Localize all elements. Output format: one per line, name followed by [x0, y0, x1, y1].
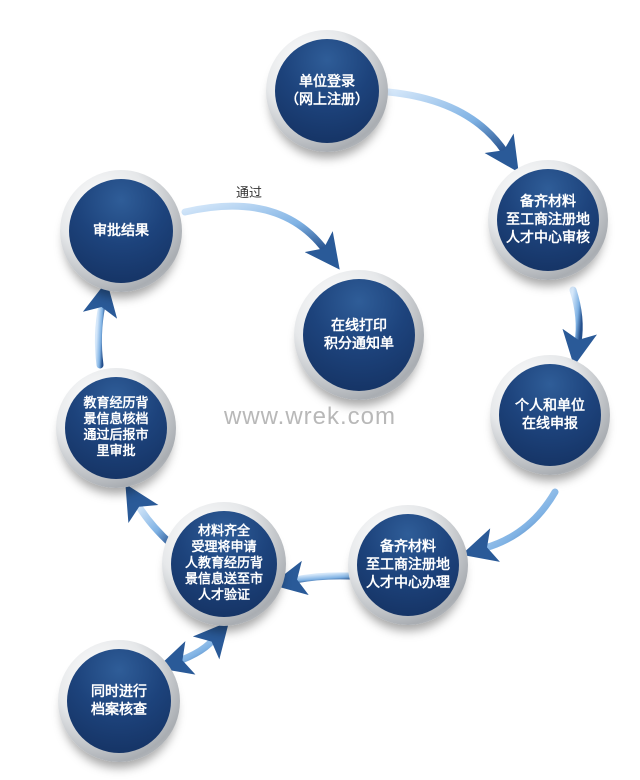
pass-label: 通过 [236, 186, 263, 201]
arrow-accept-archive [156, 621, 230, 675]
node-online-apply: 个人和单位 在线申报 [490, 355, 610, 475]
arrow-register-to-review [384, 88, 519, 173]
node-approval-result: 审批结果 [60, 170, 182, 292]
node-review-materials: 备齐材料 至工商注册地 人才中心审核 [488, 160, 608, 280]
node-review-materials-text: 备齐材料 至工商注册地 人才中心审核 [506, 194, 590, 246]
arrow-handle-to-accept [270, 560, 354, 596]
node-online-apply-text: 个人和单位 在线申报 [515, 398, 585, 432]
arrow-education-to-result [82, 280, 118, 369]
arrow-apply-to-handle [461, 488, 559, 562]
node-archive-check-text: 同时进行 档案核查 [91, 684, 147, 718]
node-education-check-text: 教育经历背 景信息核档 通过后报市 里审批 [83, 396, 149, 459]
node-approval-result-text: 审批结果 [93, 223, 149, 239]
arrow-result-to-print [181, 202, 340, 270]
node-archive-check: 同时进行 档案核查 [58, 640, 180, 762]
node-register: 单位登录 （网上注册） [266, 30, 388, 152]
node-accept-verify: 材料齐全 受理将申请 人教育经历背 景信息送至市 人才验证 [162, 502, 286, 626]
node-handle-materials-text: 备齐材料 至工商注册地 人才中心办理 [366, 539, 450, 591]
node-print-notice: 在线打印 积分通知单 [294, 270, 424, 400]
watermark: www.wrek.com [224, 403, 397, 430]
node-education-check: 教育经历背 景信息核档 通过后报市 里审批 [56, 368, 176, 488]
node-handle-materials: 备齐材料 至工商注册地 人才中心办理 [348, 505, 468, 625]
node-accept-verify-text: 材料齐全 受理将申请 人教育经历背 景信息送至市 人才验证 [184, 524, 263, 603]
node-print-notice-text: 在线打印 积分通知单 [324, 318, 394, 352]
node-register-text: 单位登录 （网上注册） [285, 74, 369, 108]
arrow-review-to-apply [562, 286, 597, 367]
